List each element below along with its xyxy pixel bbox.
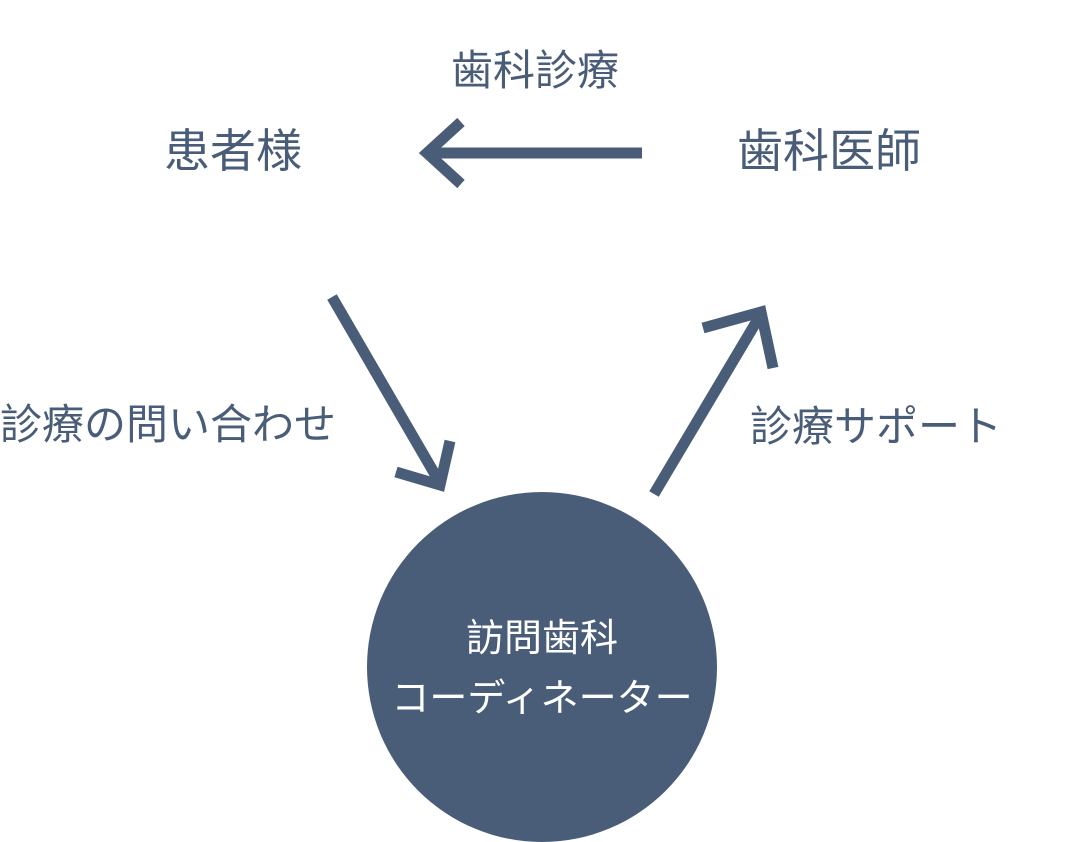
coordinator-label-line2: コーディネーター <box>391 676 693 720</box>
arrow-head-left <box>418 117 465 189</box>
arrow-shaft-up <box>649 311 766 497</box>
coordinator-node-circle <box>367 492 717 842</box>
node-label-patient: 患者様 <box>164 124 302 178</box>
edge-label-support: 診療サポート <box>750 402 1003 451</box>
arrow-head-down <box>394 439 456 492</box>
arrow-shaft-down <box>327 294 445 486</box>
coordinator-label-line1: 訪問歯科 <box>465 616 618 660</box>
arrow-patient-to-coordinator <box>327 294 456 492</box>
edge-label-inquiry: 診療の問い合わせ <box>0 400 337 449</box>
arrow-head-up <box>701 305 779 370</box>
arrow-coordinator-to-dentist <box>649 305 779 497</box>
arrow-dentist-to-patient <box>418 117 642 189</box>
edge-label-dental-treatment: 歯科診療 <box>451 46 620 95</box>
node-label-dentist: 歯科医師 <box>737 124 921 178</box>
